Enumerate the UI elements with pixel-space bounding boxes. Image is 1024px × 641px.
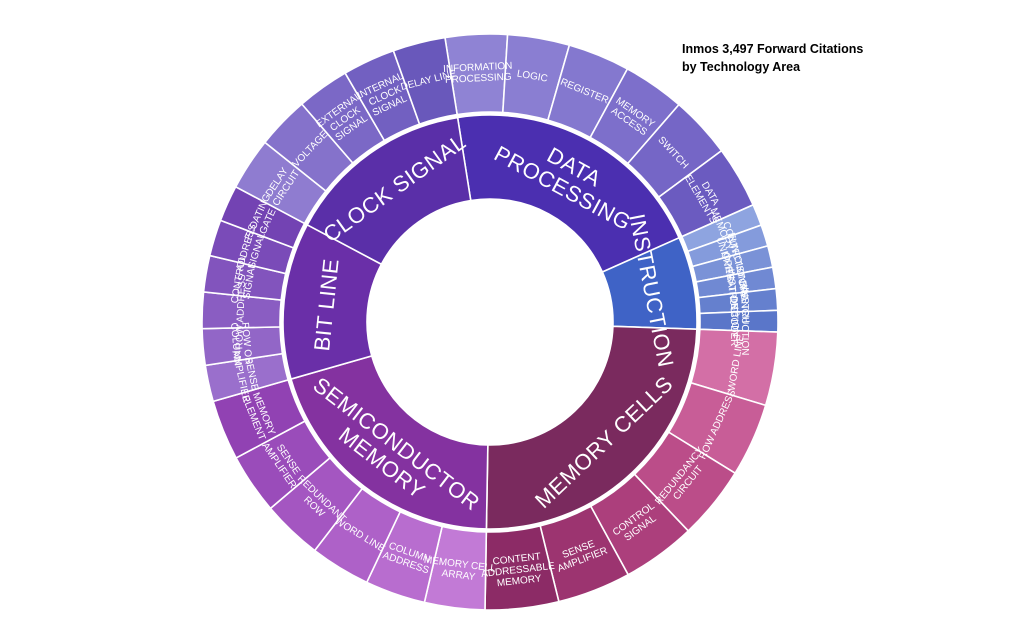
label-instruction-instruction-decoder: INSTRUCTIONDECODER: [728, 287, 750, 355]
segment-memory-cells: [485, 325, 698, 530]
label-data-processing-logic: LOGIC: [516, 68, 549, 84]
label-memory-cells-content-addressable-memory: CONTENTADDRESSABLEMEMORY: [479, 549, 556, 590]
chart-title-line-2: by Technology Area: [682, 60, 801, 74]
label-bit-line-row-address: ROW ADDRESS: [234, 274, 248, 350]
label-data-processing-information-processing: INFORMATIONPROCESSING: [443, 60, 513, 85]
segment-clock-signal-delay-line: [392, 36, 459, 126]
chart-title-line-1: Inmos 3,497 Forward Citations: [682, 42, 864, 56]
inner-ring: [282, 114, 698, 530]
segment-clock-signal: [306, 116, 472, 266]
segment-semiconductor-memory: [290, 354, 489, 530]
label-bit-line-row-or-column: ROW ORCOLUMN: [229, 321, 255, 366]
chart-title: Inmos 3,497 Forward Citations by Technol…: [682, 40, 982, 76]
segment-data-processing: [456, 114, 681, 274]
outer-ring: [201, 33, 779, 611]
label-instruction-branch-instruction: BRANCHINSTRUCTION: [725, 267, 752, 337]
